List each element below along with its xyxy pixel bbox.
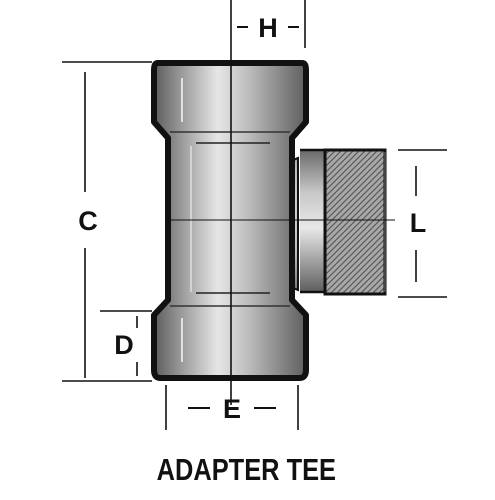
dim-label-h: H: [258, 13, 278, 43]
dim-label-e: E: [223, 394, 241, 424]
threaded-adapter: [323, 148, 387, 296]
dimension-lines: [62, 0, 447, 430]
dim-label-l: L: [410, 208, 427, 238]
dim-label-c: C: [78, 206, 98, 236]
dim-label-d: D: [114, 330, 134, 360]
diagram-caption: ADAPTER TEE: [156, 452, 337, 487]
